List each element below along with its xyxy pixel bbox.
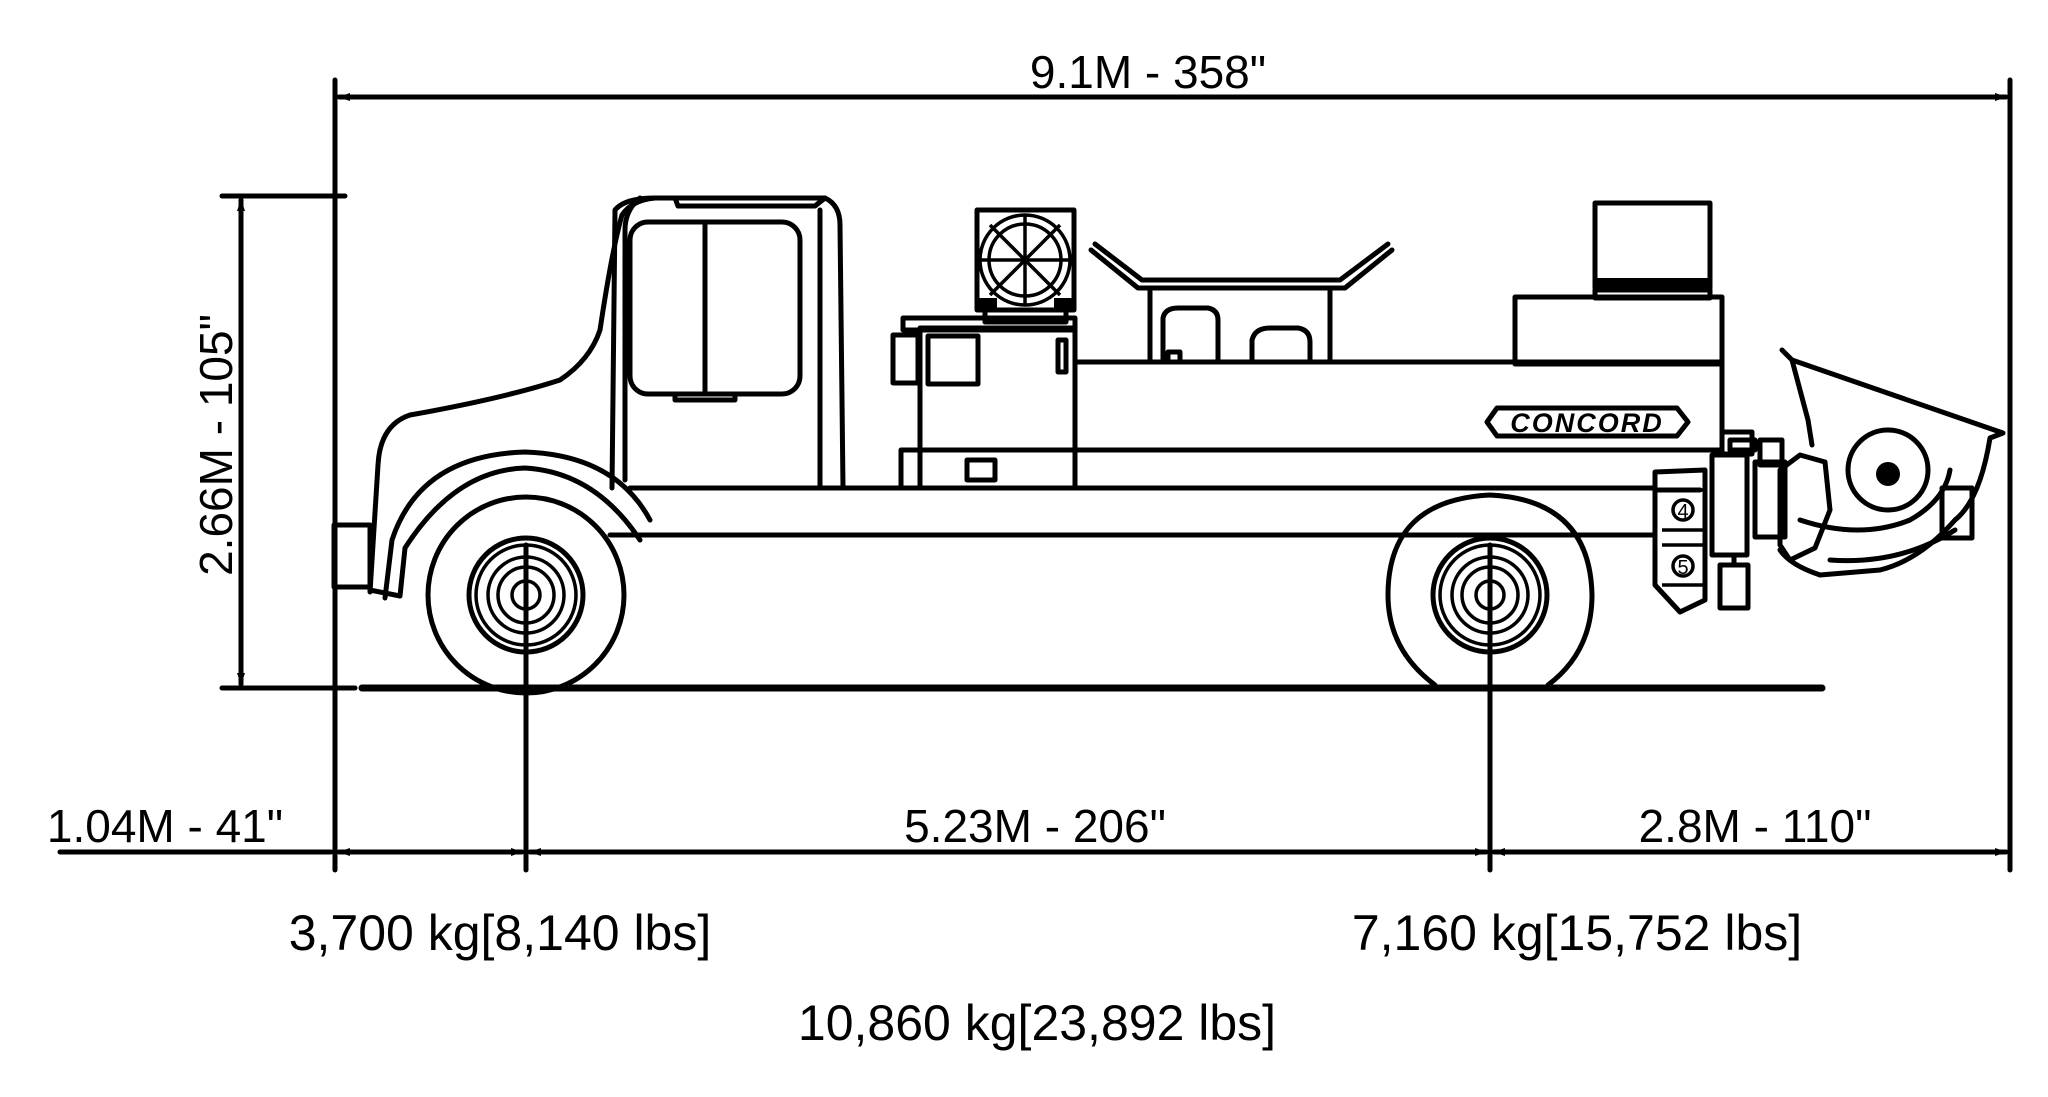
- front-bumper: [331, 522, 373, 590]
- front-fender-arch: [382, 449, 653, 601]
- rear-axle-weight-label: 7,160 kg[15,752 lbs]: [1352, 905, 1802, 961]
- equipment-box: [890, 315, 1078, 491]
- marker-5: 5: [1677, 557, 1688, 579]
- overall-height-label: 2.66M - 105": [190, 314, 242, 576]
- rear-wheel: [1385, 492, 1595, 688]
- front-overhang-label: 1.04M - 41": [47, 800, 283, 852]
- rear-tank: [1512, 200, 1725, 367]
- total-weight-label: 10,860 kg[23,892 lbs]: [798, 995, 1276, 1051]
- marker-4: 4: [1677, 501, 1688, 523]
- cab-window: [627, 219, 803, 397]
- front-axle-weight-label: 3,700 kg[8,140 lbs]: [289, 905, 712, 961]
- truck-body: CONCORD 4 5: [331, 195, 2006, 696]
- rear-pump-assembly: 4 5: [1652, 347, 2006, 615]
- concord-logo: CONCORD: [1484, 405, 1691, 439]
- wheelbase-label: 5.23M - 206": [904, 800, 1166, 852]
- cab: [609, 195, 846, 491]
- cooler-unit: [974, 207, 1077, 325]
- front-fender: [367, 465, 643, 599]
- deck-rack: [1088, 241, 1395, 365]
- brand-logo-text: CONCORD: [1510, 408, 1664, 438]
- front-wheel: [425, 494, 627, 696]
- dimension-lines: [57, 77, 2013, 873]
- rear-overhang-label: 2.8M - 110": [1639, 800, 1872, 852]
- overall-length-label: 9.1M - 358": [1030, 46, 1266, 98]
- hood: [331, 195, 658, 601]
